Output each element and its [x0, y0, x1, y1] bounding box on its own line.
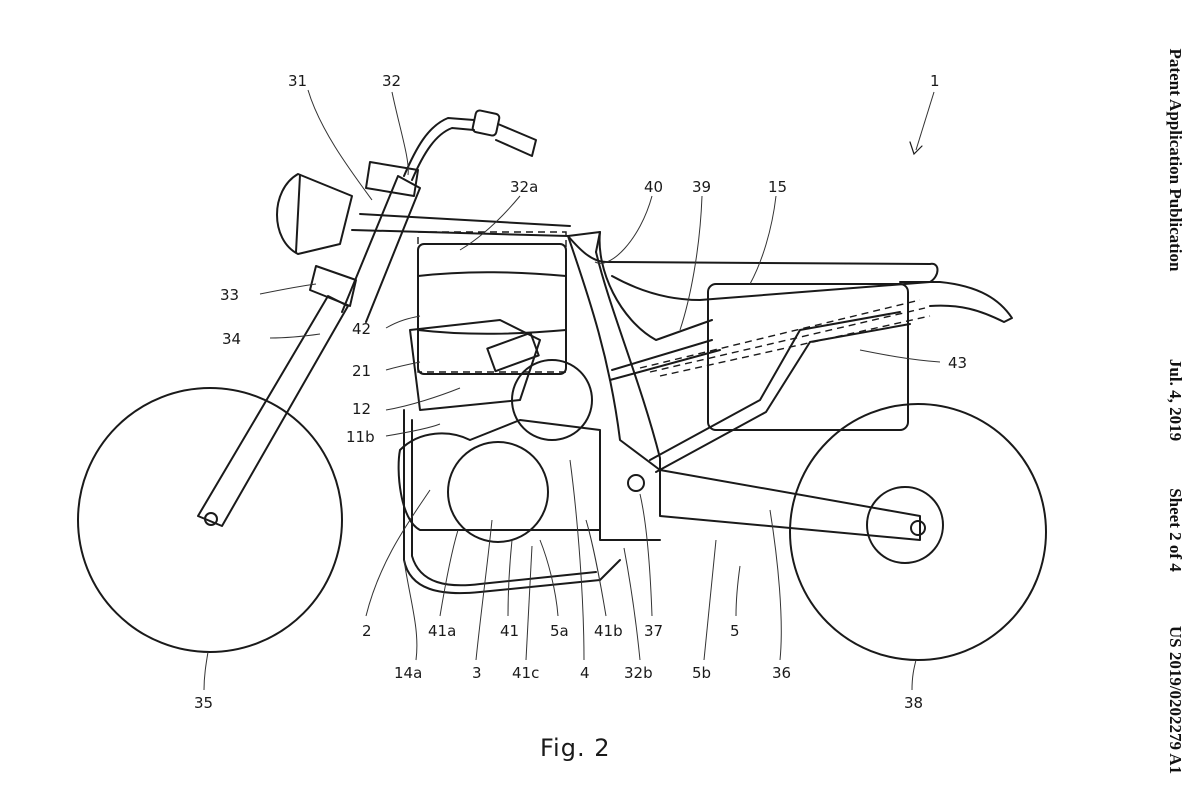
fuel-tank — [418, 244, 566, 374]
wiring-dashed — [640, 300, 930, 376]
handlebar — [404, 110, 536, 180]
ref-32a: 32a — [510, 178, 538, 196]
ref-5: 5 — [730, 622, 740, 640]
ref-40: 40 — [644, 178, 663, 196]
publication-number: US 2019/0202279 A1 — [1165, 626, 1185, 774]
ref-1: 1 — [930, 72, 940, 90]
steering-dashed-outline — [418, 232, 566, 372]
motorcycle-figure: 1 31 32 32a 40 39 15 33 34 42 21 43 12 1… — [0, 0, 1150, 800]
ref-32b: 32b — [624, 664, 653, 682]
ref-31: 31 — [288, 72, 307, 90]
sheet-number: Sheet 2 of 4 — [1165, 488, 1185, 572]
ref-2: 2 — [362, 622, 372, 640]
ref-5b: 5b — [692, 664, 711, 682]
publication-type: Patent Application Publication — [1165, 49, 1185, 272]
battery-box — [708, 284, 908, 430]
ref-38: 38 — [904, 694, 923, 712]
ref-14a: 14a — [394, 664, 422, 682]
ref-41a: 41a — [428, 622, 456, 640]
ref-37: 37 — [644, 622, 663, 640]
ref-36: 36 — [772, 664, 791, 682]
ref-21: 21 — [352, 362, 371, 380]
headlight — [277, 174, 352, 254]
seat — [568, 236, 938, 300]
ref-33: 33 — [220, 286, 239, 304]
reference-numerals: 1 31 32 32a 40 39 15 33 34 42 21 43 12 1… — [194, 72, 967, 712]
ref-39: 39 — [692, 178, 711, 196]
ref-5a: 5a — [550, 622, 569, 640]
ref-34: 34 — [222, 330, 241, 348]
patent-header: Patent Application Publication Jul. 4, 2… — [1150, 0, 1200, 800]
ref-43: 43 — [948, 354, 967, 372]
ref-42: 42 — [352, 320, 371, 338]
ref-11b: 11b — [346, 428, 375, 446]
ref-41: 41 — [500, 622, 519, 640]
ref-3: 3 — [472, 664, 482, 682]
rear-fender — [900, 282, 1012, 322]
swing-arm — [628, 470, 925, 540]
ref-35: 35 — [194, 694, 213, 712]
rear-hub-sprocket — [867, 487, 943, 563]
ref-4: 4 — [580, 664, 590, 682]
power-unit — [399, 320, 620, 593]
figure-caption: Fig. 2 — [540, 734, 611, 762]
ref-41b: 41b — [594, 622, 623, 640]
ref-41c: 41c — [512, 664, 539, 682]
ref-32: 32 — [382, 72, 401, 90]
ref-12: 12 — [352, 400, 371, 418]
ref-15: 15 — [768, 178, 787, 196]
publication-date: Jul. 4, 2019 — [1165, 359, 1185, 441]
